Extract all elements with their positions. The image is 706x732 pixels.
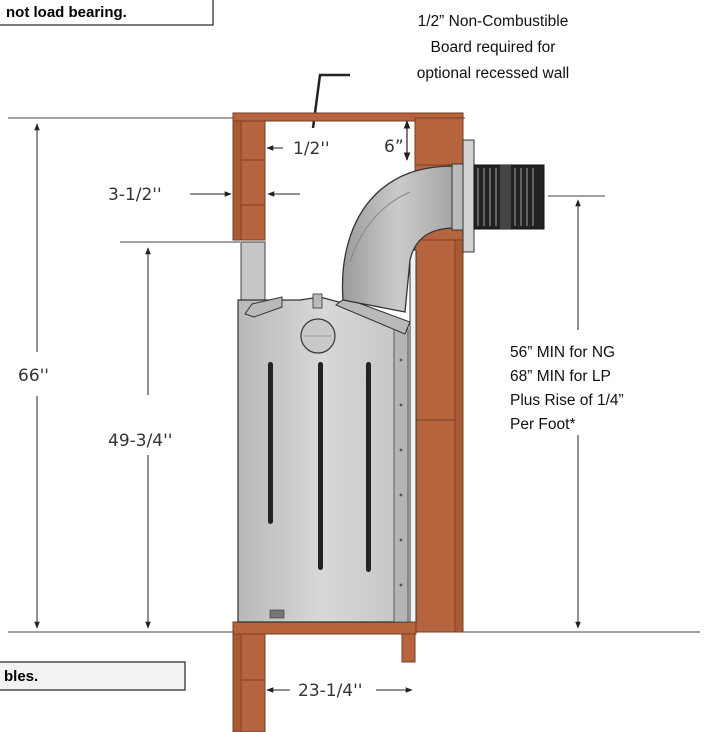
- dimension-board-thickness: 1/2'': [266, 139, 330, 159]
- vent-height-note: 56” MIN for NG 68” MIN for LP Plus Rise …: [510, 344, 624, 433]
- stud-depth-label: 3-1/2'': [108, 185, 162, 205]
- dimension-total-height: 66'': [18, 123, 49, 629]
- vent-pipe: [341, 139, 545, 313]
- right-wall-framing: [232, 112, 464, 633]
- dimension-base-width: 23-1/4'': [266, 681, 413, 701]
- left-wall-framing: [232, 117, 266, 732]
- bottom-left-banner-text: bles.: [4, 668, 38, 685]
- vent-note-line-1: 56” MIN for NG: [510, 344, 615, 361]
- vent-note-line-4: Per Foot*: [510, 416, 575, 433]
- heat-slot-2: [318, 362, 323, 570]
- vent-note-line-3: Plus Rise of 1/4”: [510, 392, 624, 409]
- board-note-line-3: optional recessed wall: [417, 65, 570, 82]
- floor-platform: [232, 621, 417, 663]
- board-thickness-label: 1/2'': [293, 139, 330, 159]
- dimension-stud-depth: 3-1/2'': [108, 185, 300, 205]
- heat-slot-1: [268, 362, 273, 524]
- total-height-label: 66'': [18, 366, 49, 386]
- top-left-banner: not load bearing.: [0, 0, 214, 26]
- board-leader-line: [311, 73, 350, 129]
- base-width-label: 23-1/4'': [298, 681, 362, 701]
- top-left-banner-text: not load bearing.: [6, 4, 127, 21]
- opening-height-label: 49-3/4'': [108, 431, 172, 451]
- bottom-left-banner: bles.: [0, 661, 186, 691]
- non-combustible-board: [409, 249, 417, 623]
- fireplace-unit: [237, 241, 411, 623]
- board-note-line-1: 1/2” Non-Combustible: [418, 13, 569, 30]
- vent-note-line-2: 68” MIN for LP: [510, 368, 611, 385]
- vent-wall-plate: [462, 139, 475, 253]
- board-note-line-2: Board required for: [431, 39, 556, 56]
- dimension-top-clearance: 6”: [384, 120, 411, 161]
- dimension-opening-height: 49-3/4'': [108, 247, 172, 629]
- top-clearance-label: 6”: [384, 137, 404, 157]
- heat-slot-3: [366, 362, 371, 572]
- board-note: 1/2” Non-Combustible Board required for …: [311, 13, 570, 129]
